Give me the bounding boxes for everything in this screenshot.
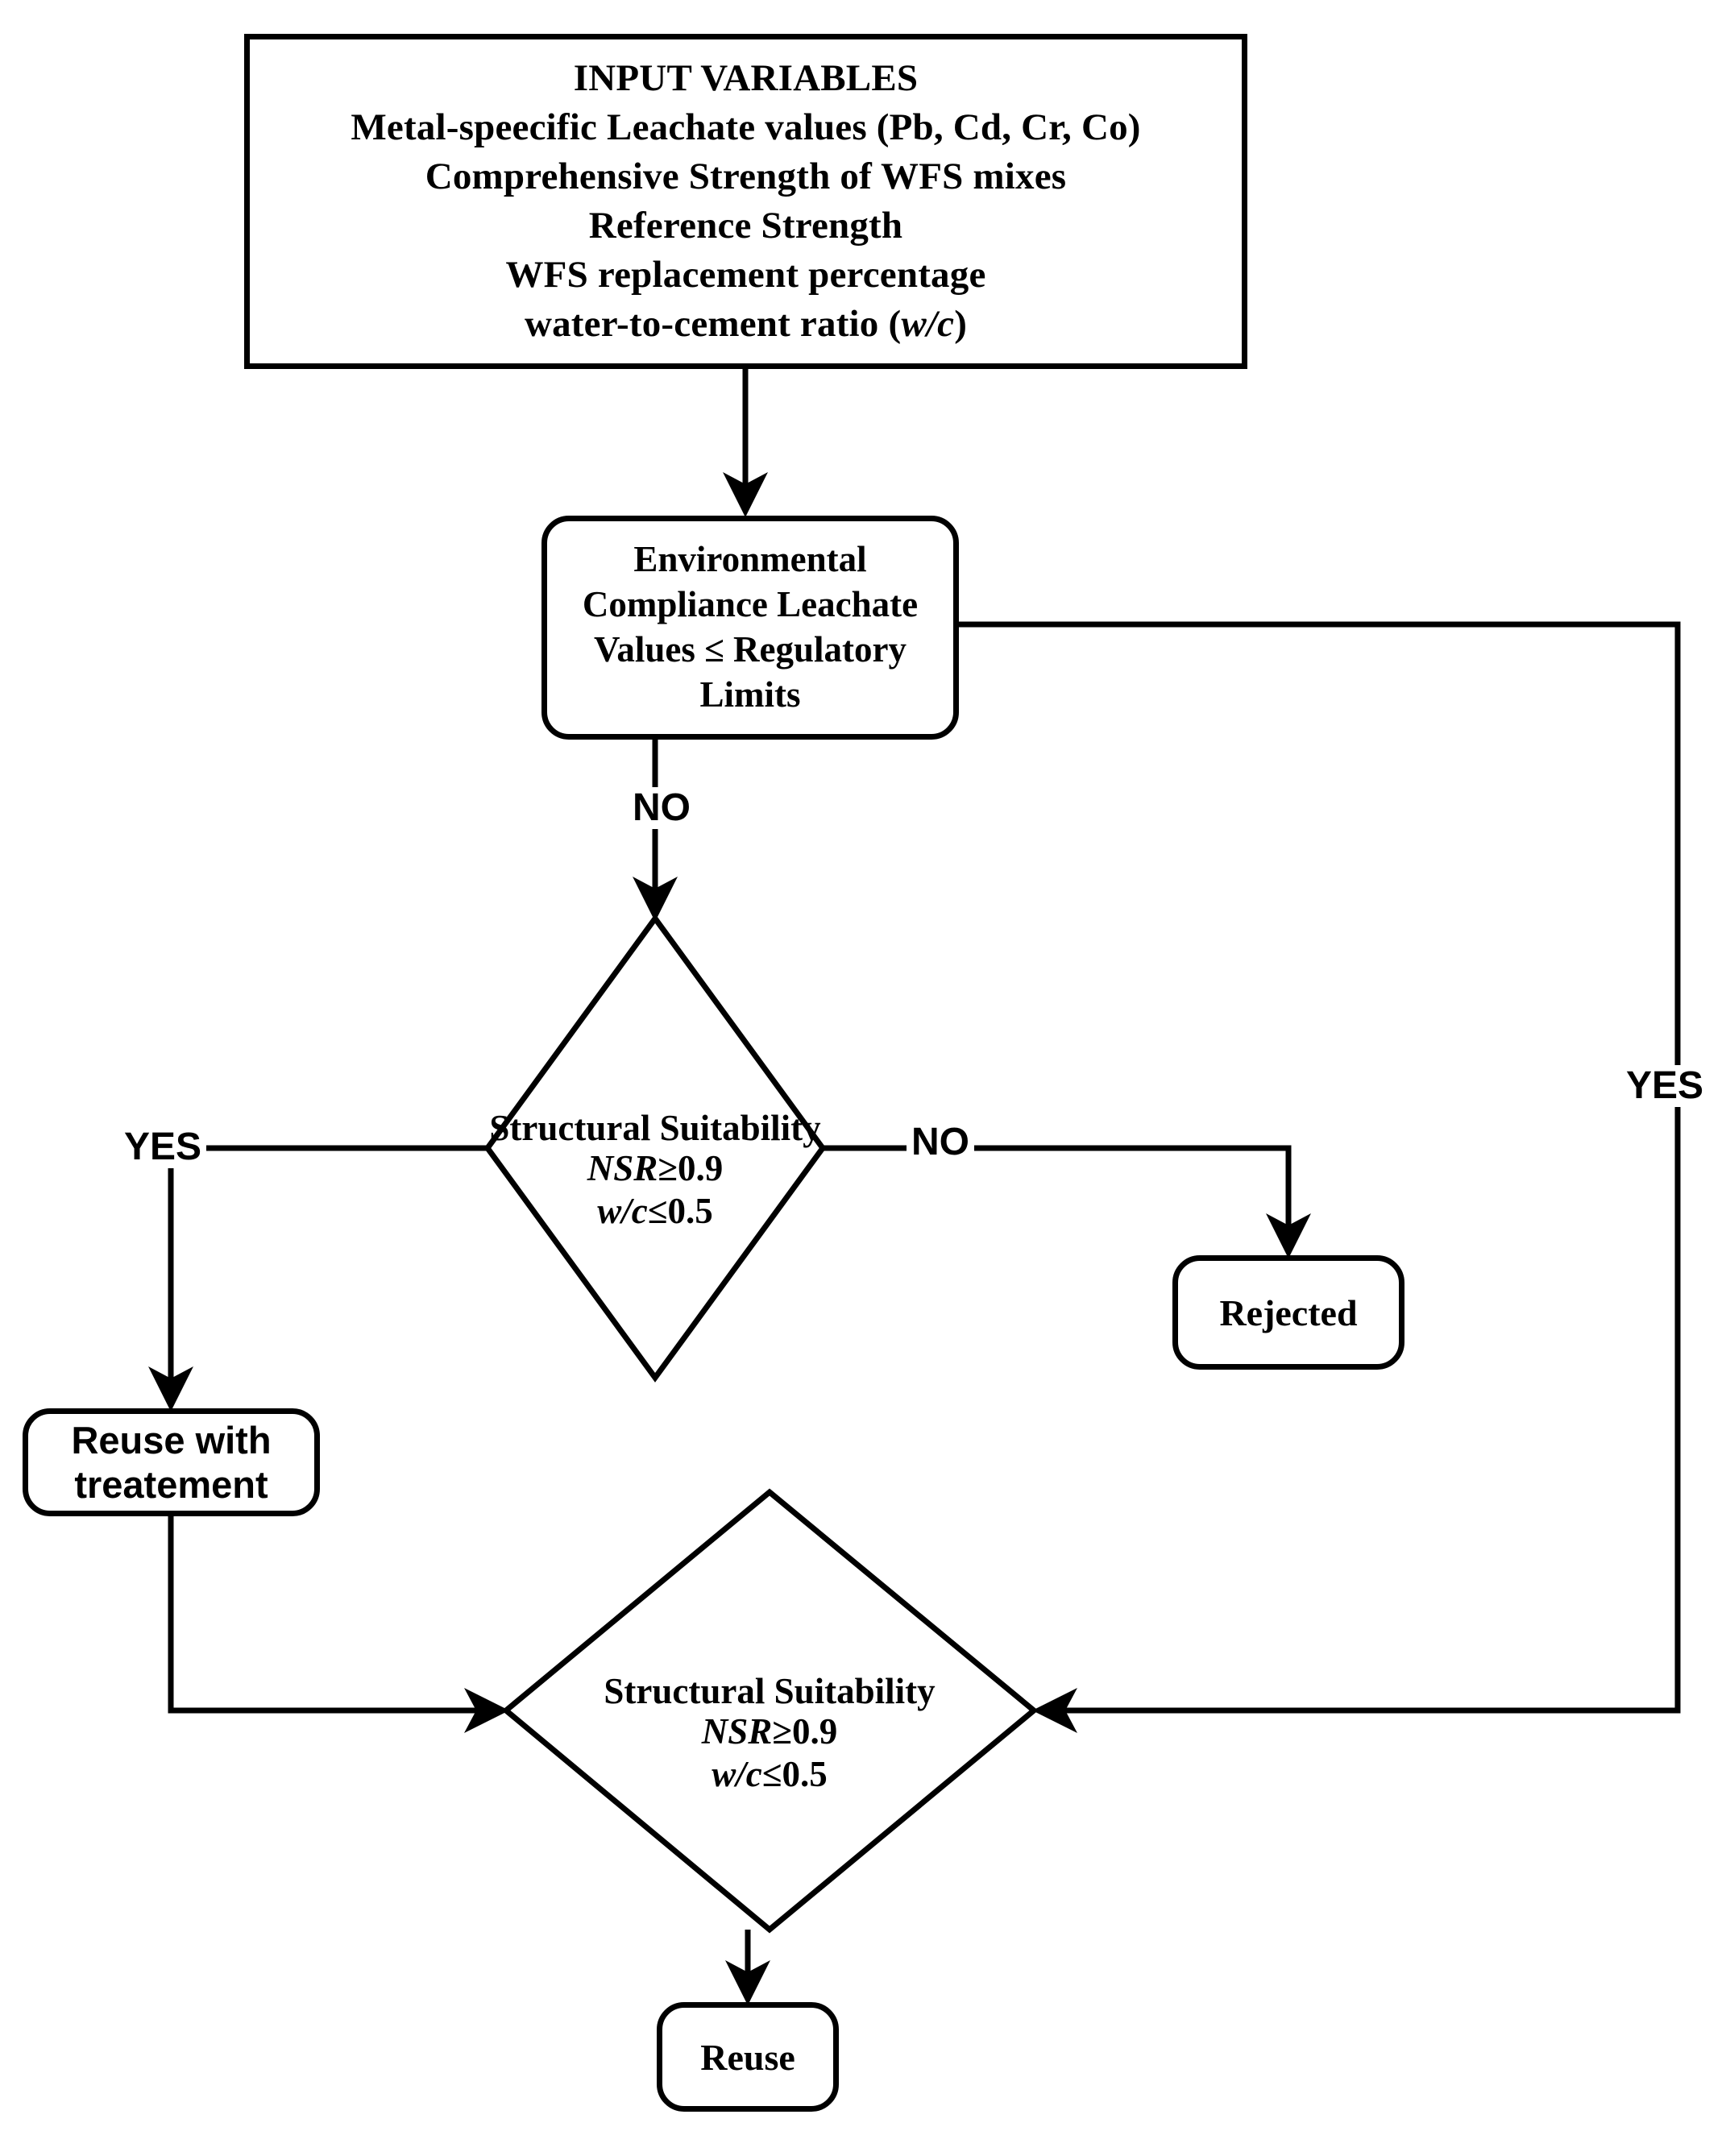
reuse-with-treatment-box: Reuse with treatement — [23, 1408, 320, 1516]
reuse-with-treatment-line-2: treatement — [74, 1463, 268, 1506]
edge-label-compliance-no: NO — [628, 787, 695, 829]
edge-label-suitability1-yes: YES — [119, 1126, 207, 1168]
environmental-compliance-box: Environmental Compliance Leachate Values… — [541, 516, 959, 740]
edge-label-compliance-yes: YES — [1621, 1065, 1709, 1107]
input-line-2: Metal-speecific Leachate values (Pb, Cd,… — [351, 106, 1141, 148]
edge-suitability1-no-to-rejected — [823, 1145, 1311, 1258]
input-line-5: WFS replacement percentage — [505, 254, 986, 296]
edge-treatment-to-suitability2 — [168, 1516, 509, 1733]
input-variables-box: INPUT VARIABLES Metal-speecific Leachate… — [244, 34, 1247, 369]
input-line-6: water-to-cement ratio (w/c) — [524, 303, 968, 346]
shape-diamond-suitability-1 — [483, 914, 827, 1383]
edge-compliance-yes-to-suitability2 — [959, 621, 1681, 1733]
input-line-3: Comprehensive Strength of WFS mixes — [425, 155, 1067, 197]
input-line-1: INPUT VARIABLES — [573, 56, 919, 99]
rejected-box: Rejected — [1172, 1255, 1404, 1370]
reuse-with-treatment-line-1: Reuse with — [71, 1418, 272, 1462]
edge-suitability1-yes-to-treatment — [148, 1145, 488, 1412]
input-line-4: Reference Strength — [588, 205, 903, 247]
edge-label-suitability1-no: NO — [907, 1122, 974, 1163]
shape-diamond-suitability-2 — [501, 1488, 1039, 1934]
reuse-box: Reuse — [657, 2002, 839, 2112]
